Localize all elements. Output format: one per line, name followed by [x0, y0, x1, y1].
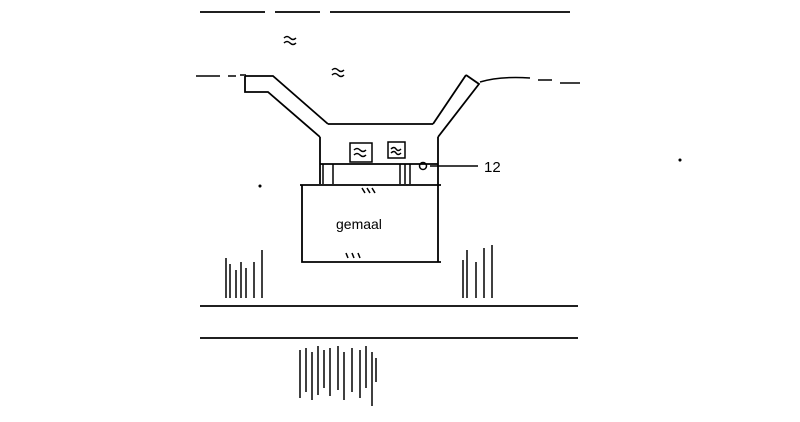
reference-numeral-12: 12 — [484, 159, 501, 176]
pump-box-left — [349, 142, 373, 163]
sensor-12 — [418, 161, 428, 171]
water-level-left — [196, 74, 246, 77]
building-label: gemaal — [336, 216, 382, 232]
support-legs — [322, 164, 411, 184]
speck — [678, 158, 682, 162]
grass-bottom — [299, 346, 377, 406]
water-symbol-icon — [283, 35, 297, 46]
right-outlet-arm — [432, 74, 481, 138]
station-body — [319, 137, 439, 262]
grass-left — [225, 250, 263, 298]
water-symbol-icon — [331, 67, 345, 78]
speck — [258, 184, 262, 188]
hatch-marks — [345, 187, 376, 259]
left-outlet-arm — [244, 75, 329, 138]
pump-box-right — [387, 141, 406, 159]
gemaal-building — [300, 184, 441, 263]
water-symbol-icon — [390, 146, 402, 156]
water-symbol-icon — [353, 147, 367, 158]
water-level-right — [479, 76, 580, 84]
grass-right — [462, 245, 493, 298]
